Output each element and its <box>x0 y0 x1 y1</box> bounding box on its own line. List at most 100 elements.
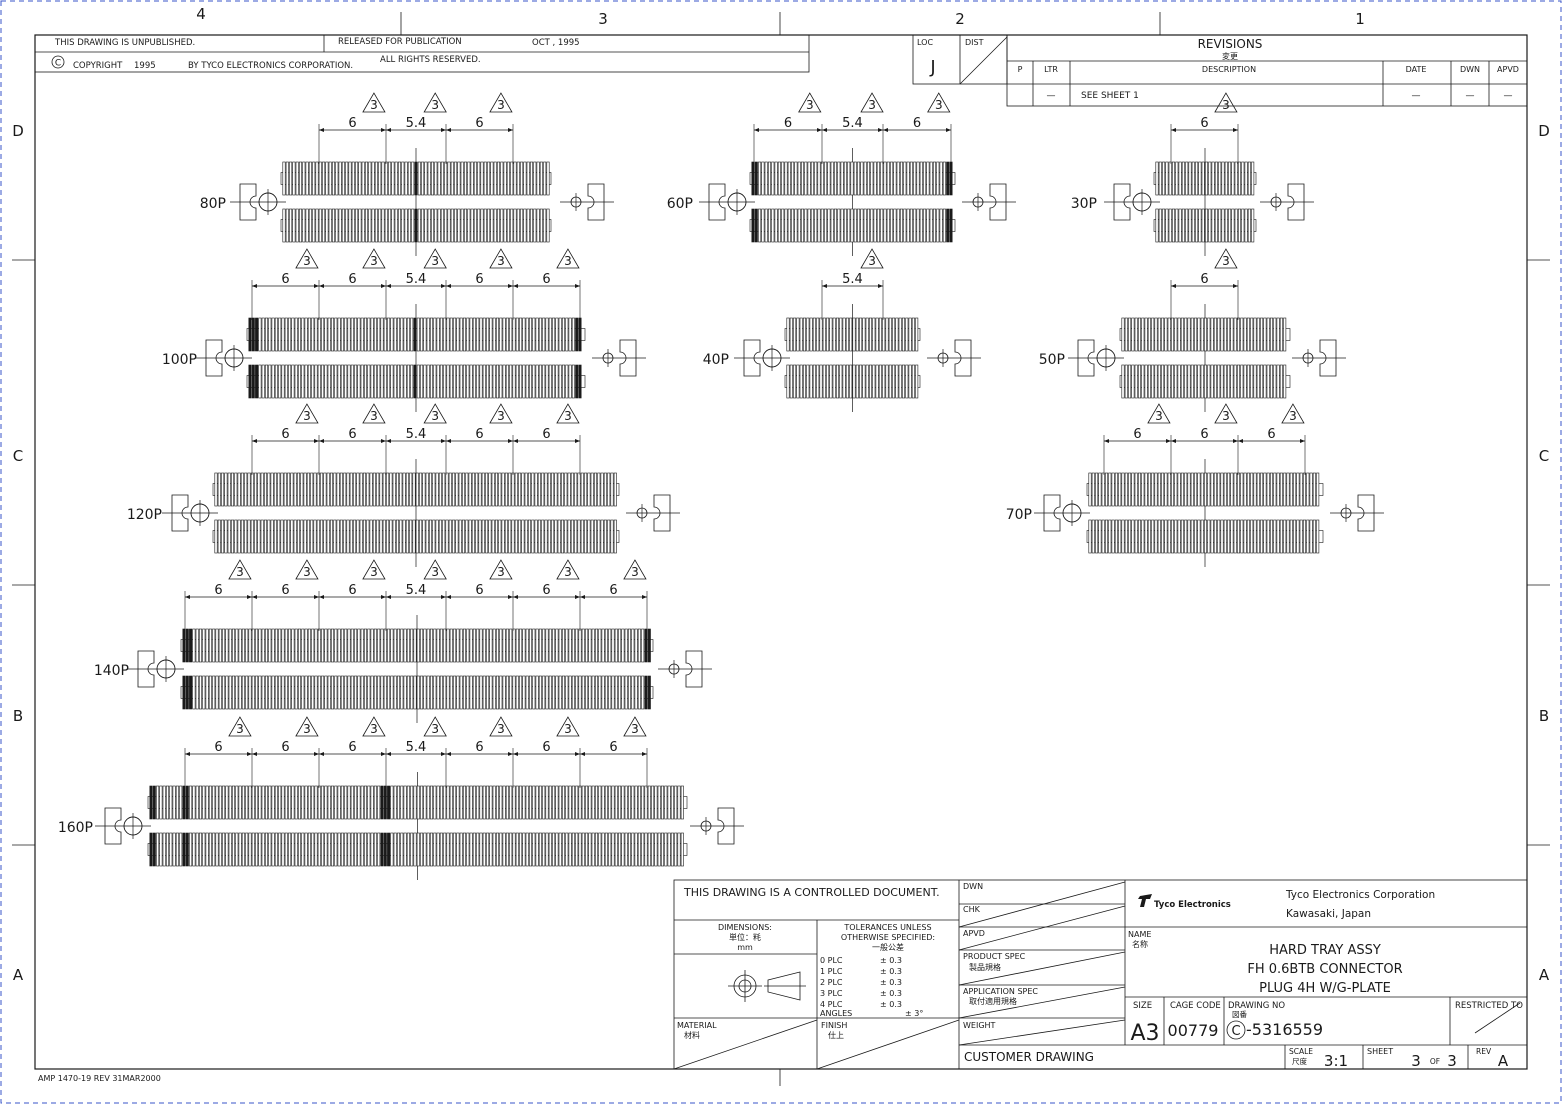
connector-label: 30P <box>1071 196 1097 212</box>
note-flag-number: 3 <box>564 565 572 579</box>
company-city: Kawasaki, Japan <box>1286 908 1371 920</box>
product-spec-jp: 製品規格 <box>969 962 1001 972</box>
dimension-value: 6 <box>348 272 356 287</box>
zone-col-4: 4 <box>196 5 206 23</box>
dimension-value: 6 <box>542 427 550 442</box>
note-flag-number: 3 <box>303 409 311 423</box>
scale-jp: 尺度 <box>1292 1056 1308 1066</box>
dimension-value: 6 <box>214 740 222 755</box>
dimension-value: 6 <box>609 583 617 598</box>
note-flag-number: 3 <box>868 98 876 112</box>
zone-row-b-right: B <box>1539 707 1549 725</box>
dimensions-jp: 単位：粍 <box>729 932 761 942</box>
dimension-value: 6 <box>475 427 483 442</box>
rev-col-ltr: LTR <box>1044 65 1058 74</box>
note-flag-number: 3 <box>806 98 814 112</box>
dimension-value: 6 <box>348 427 356 442</box>
rev-label: REV <box>1476 1047 1492 1056</box>
tolerances-line-1: TOLERANCES UNLESS <box>843 923 931 932</box>
tol-plc-2: 2 PLC <box>820 978 843 987</box>
note-flag-number: 3 <box>236 722 244 736</box>
name-label: NAME <box>1128 930 1151 939</box>
dimension-value: 6 <box>1200 427 1208 442</box>
drawing-no-prefix: C <box>1231 1024 1240 1039</box>
rev-row-desc: SEE SHEET 1 <box>1081 91 1139 101</box>
note-flag-number: 3 <box>631 722 639 736</box>
company-logo-text: Tyco Electronics <box>1154 900 1231 910</box>
dimension-value: 5.4 <box>842 116 863 131</box>
revisions-title-jp: 変更 <box>1222 51 1238 61</box>
customer-drawing-text: CUSTOMER DRAWING <box>964 1050 1094 1064</box>
company-name: Tyco Electronics Corporation <box>1285 889 1435 901</box>
publication-block: THIS DRAWING IS UNPUBLISHED. RELEASED FO… <box>34 34 810 73</box>
tolerances-jp: 一般公差 <box>872 942 904 952</box>
dimension-value: 5.4 <box>406 740 427 755</box>
note-flag-number: 3 <box>868 254 876 268</box>
zone-row-b-left: B <box>13 707 23 725</box>
zone-row-a-left: A <box>13 966 24 984</box>
dist-label: DIST <box>965 38 984 47</box>
note-flag-number: 3 <box>497 565 505 579</box>
note-flag-number: 3 <box>1222 409 1230 423</box>
rev-row-date: — <box>1412 91 1421 101</box>
dimension-value: 6 <box>281 583 289 598</box>
note-flag-number: 3 <box>370 722 378 736</box>
rev-col-apvd: APVD <box>1497 65 1519 74</box>
cage-code-value: 00779 <box>1168 1021 1219 1040</box>
chk-label: CHK <box>963 905 981 914</box>
tol-val-3: ± 0.3 <box>880 989 902 998</box>
cage-code-label: CAGE CODE <box>1170 1001 1221 1011</box>
dimension-value: 5.4 <box>406 116 427 131</box>
zone-markers: 4 3 2 1 D C B A D C B A <box>12 5 1550 1086</box>
connector-label: 160P <box>58 820 93 836</box>
dimension-value: 6 <box>784 116 792 131</box>
title-block: THIS DRAWING IS A CONTROLLED DOCUMENT. D… <box>673 879 1528 1070</box>
released-text: RELEASED FOR PUBLICATION <box>338 37 462 47</box>
dimension-value: 6 <box>542 272 550 287</box>
weight-label: WEIGHT <box>963 1021 996 1030</box>
note-flag-number: 3 <box>631 565 639 579</box>
drawing-number: -5316559 <box>1246 1020 1323 1039</box>
dimension-value: 6 <box>475 583 483 598</box>
dimension-value: 6 <box>214 583 222 598</box>
tyco-logo: Tyco Electronics <box>1138 894 1231 910</box>
zone-col-1: 1 <box>1355 10 1365 28</box>
zone-row-d-left: D <box>12 122 24 140</box>
rev-row-apvd: — <box>1504 91 1513 101</box>
dimension-value: 6 <box>281 427 289 442</box>
dimension-value: 5.4 <box>842 272 863 287</box>
part-name-line-3: PLUG 4H W/G-PLATE <box>1259 981 1391 996</box>
application-spec-label: APPLICATION SPEC <box>963 987 1038 996</box>
dimensions-unit: mm <box>737 943 753 952</box>
note-flag-number: 3 <box>497 409 505 423</box>
zone-row-a-right: A <box>1539 966 1550 984</box>
zone-col-2: 2 <box>955 10 965 28</box>
dimension-value: 6 <box>1133 427 1141 442</box>
dimension-value: 6 <box>542 583 550 598</box>
angles-label: ANGLES <box>820 1009 852 1018</box>
part-name-line-2: FH 0.6BTB CONNECTOR <box>1247 962 1402 977</box>
copyright-symbol: C <box>55 59 61 69</box>
dimension-value: 6 <box>281 740 289 755</box>
note-flag-number: 3 <box>370 254 378 268</box>
note-flag-number: 3 <box>497 254 505 268</box>
dimension-value: 5.4 <box>406 272 427 287</box>
scale-value: 3:1 <box>1324 1052 1348 1070</box>
dimensions-label: DIMENSIONS: <box>718 923 772 932</box>
tol-val-1: ± 0.3 <box>880 967 902 976</box>
zone-row-c-right: C <box>1539 447 1549 465</box>
dimension-value: 6 <box>609 740 617 755</box>
tol-val-2: ± 0.3 <box>880 978 902 987</box>
name-jp: 名称 <box>1132 939 1148 949</box>
note-flag-number: 3 <box>1222 98 1230 112</box>
tol-val-4: ± 0.3 <box>880 1000 902 1009</box>
zone-row-c-left: C <box>13 447 23 465</box>
rev-col-desc: DESCRIPTION <box>1202 65 1256 74</box>
